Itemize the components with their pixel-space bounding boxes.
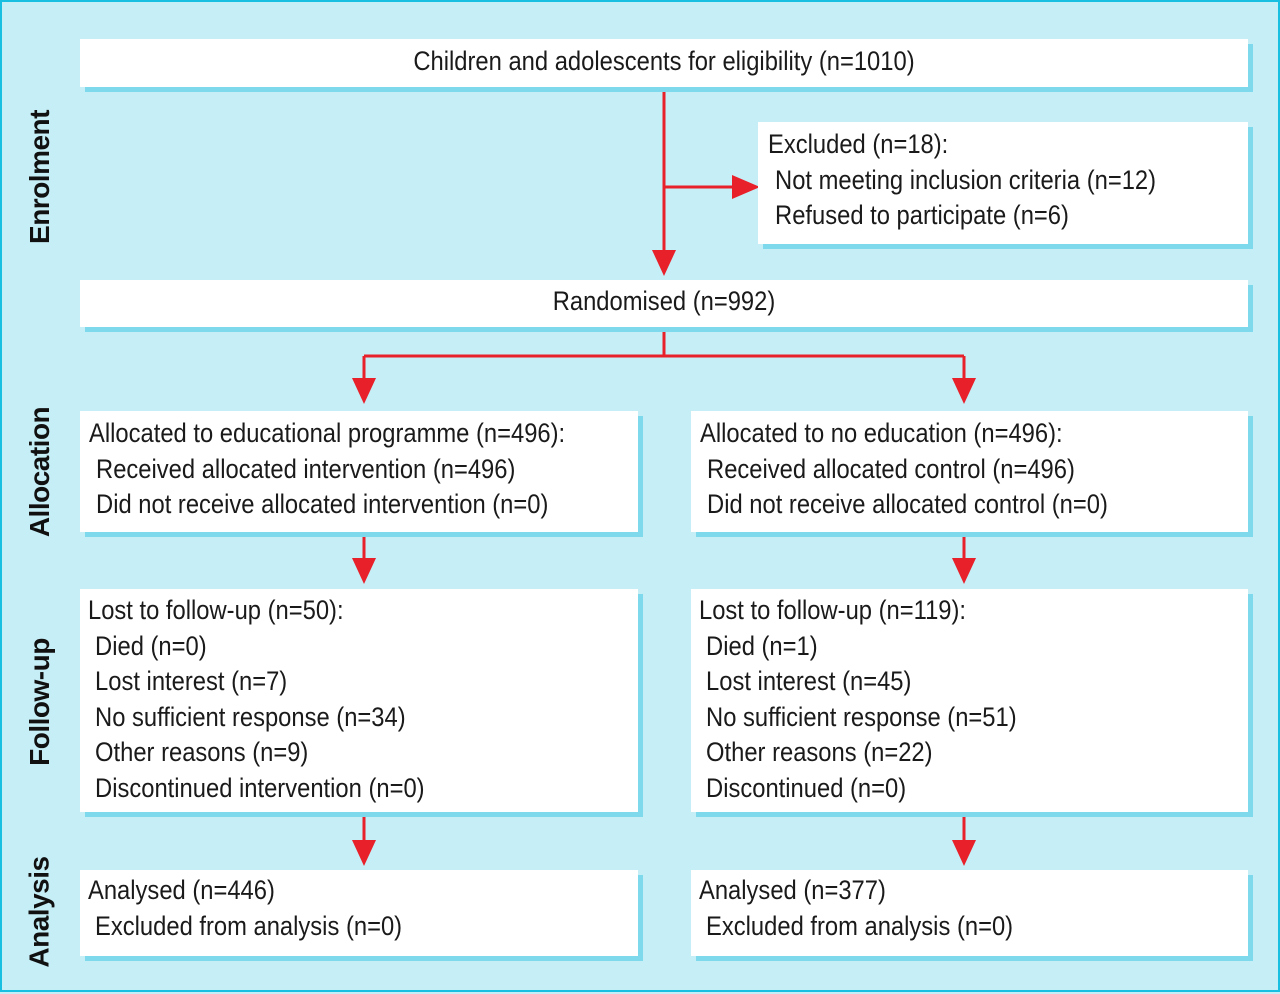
excluded-title: Excluded (n=18): — [768, 129, 949, 159]
randomised-box: Randomised (n=992) — [80, 280, 1248, 327]
allocation-education-box: Allocated to educational programme (n=49… — [80, 411, 638, 532]
lost-none-item: Lost interest (n=45) — [706, 666, 912, 696]
alloc-none-item: Did not receive allocated control (n=0) — [707, 489, 1108, 519]
alloc-edu-item: Received allocated intervention (n=496) — [96, 453, 516, 484]
eligibility-text: Children and adolescents for eligibility… — [413, 46, 915, 76]
analysed-education-box: Analysed (n=446) Excluded from analysis … — [80, 870, 638, 956]
excluded-item: Not meeting inclusion criteria (n=12) — [775, 164, 1157, 195]
allocation-control-box: Allocated to no education (n=496): Recei… — [691, 411, 1248, 532]
arrowhead-randomised — [652, 250, 676, 276]
lost-none-item: Discontinued (n=0) — [706, 772, 907, 803]
lost-none-item: Other reasons (n=22) — [706, 737, 933, 767]
alloc-edu-title: Allocated to educational programme (n=49… — [89, 418, 566, 448]
lost-control-box: Lost to follow-up (n=119): Died (n=1) Lo… — [691, 589, 1248, 812]
lost-none-item: No sufficient response (n=51) — [706, 701, 1017, 732]
eligibility-box: Children and adolescents for eligibility… — [80, 39, 1248, 87]
analysed-control-box: Analysed (n=377) Excluded from analysis … — [691, 870, 1248, 956]
arrowhead-alloc-edu — [352, 378, 376, 404]
lost-none-title: Lost to follow-up (n=119): — [699, 595, 967, 625]
arrowhead-lost-edu — [352, 558, 376, 584]
analysed-edu-item: Excluded from analysis (n=0) — [95, 910, 403, 941]
lost-education-box: Lost to follow-up (n=50): Died (n=0) Los… — [80, 589, 638, 812]
lost-edu-item: Died (n=0) — [95, 630, 207, 661]
alloc-edu-item: Did not receive allocated intervention (… — [96, 489, 549, 519]
lost-edu-item: Other reasons (n=9) — [95, 737, 309, 767]
analysed-none-item: Excluded from analysis (n=0) — [706, 910, 1014, 941]
arrowhead-analysed-edu — [352, 840, 376, 866]
excluded-box: Excluded (n=18): Not meeting inclusion c… — [758, 122, 1248, 244]
lost-edu-item: Discontinued intervention (n=0) — [95, 772, 425, 803]
alloc-none-item: Received allocated control (n=496) — [707, 453, 1075, 484]
randomised-text: Randomised (n=992) — [552, 286, 776, 316]
arrowhead-lost-none — [952, 558, 976, 584]
lost-none-item: Died (n=1) — [706, 630, 818, 661]
arrowhead-excluded — [732, 175, 760, 199]
lost-edu-item: No sufficient response (n=34) — [95, 701, 406, 732]
arrowhead-alloc-none — [952, 378, 976, 404]
analysed-none-title: Analysed (n=377) — [699, 875, 886, 905]
alloc-none-title: Allocated to no education (n=496): — [700, 418, 1063, 448]
arrowhead-analysed-none — [952, 840, 976, 866]
excluded-item: Refused to participate (n=6) — [775, 200, 1069, 230]
analysed-edu-title: Analysed (n=446) — [88, 875, 275, 905]
lost-edu-item: Lost interest (n=7) — [95, 666, 288, 696]
lost-edu-title: Lost to follow-up (n=50): — [88, 595, 344, 625]
